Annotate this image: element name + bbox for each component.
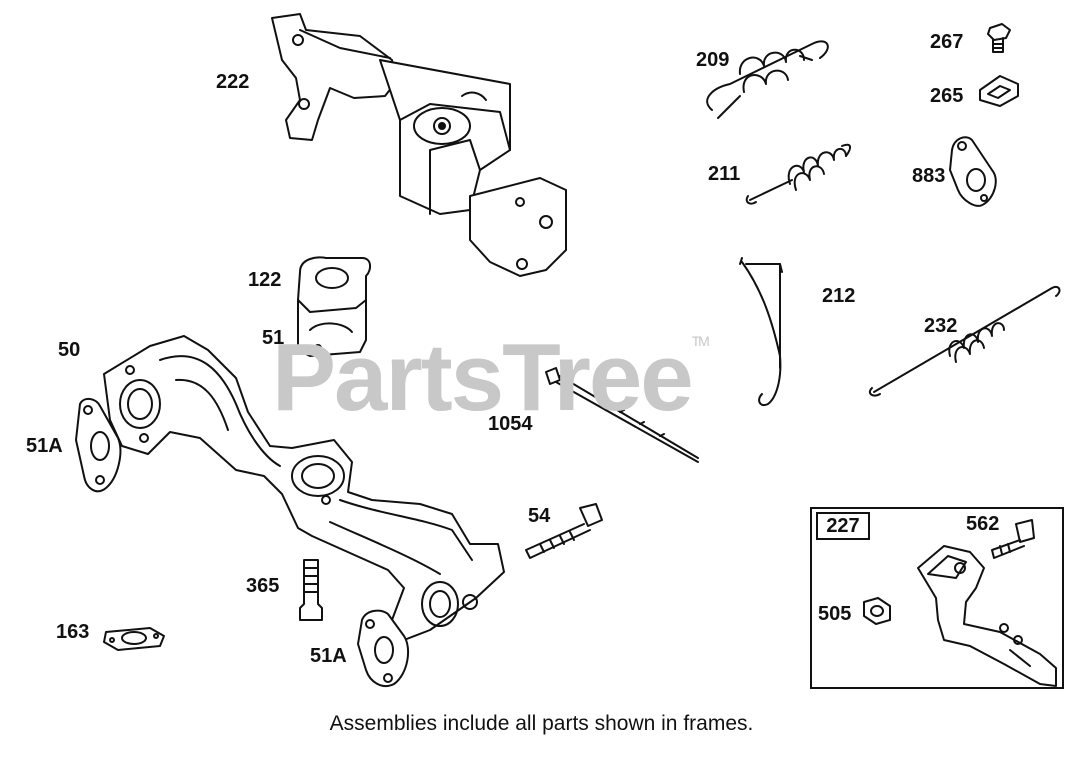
label-267: 267 [930, 31, 964, 53]
part-365-drawing [299, 559, 323, 621]
label-222: 222 [216, 71, 250, 93]
label-50: 50 [58, 339, 81, 361]
part-562-drawing [991, 519, 1035, 559]
label-365: 365 [246, 575, 280, 597]
part-212-drawing [739, 257, 783, 406]
label-54: 54 [528, 505, 551, 527]
part-50-drawing [103, 335, 505, 641]
label-122: 122 [248, 269, 282, 291]
label-505: 505 [818, 603, 852, 625]
label-51: 51 [262, 327, 285, 349]
part-211-drawing [745, 143, 852, 205]
part-505-drawing [863, 597, 891, 625]
part-54-drawing [525, 503, 603, 559]
label-51a-left: 51A [26, 435, 63, 457]
part-265-drawing [979, 75, 1019, 107]
part-122-drawing [297, 256, 372, 357]
label-265: 265 [930, 85, 964, 107]
label-209: 209 [696, 49, 730, 71]
part-222-drawing [271, 13, 567, 277]
watermark-logo: PartsTreeTM [272, 324, 710, 431]
label-1054: 1054 [488, 413, 533, 435]
assembly-frame-label: 227 [816, 512, 870, 540]
part-163-drawing [103, 627, 165, 651]
part-51a-bottom-drawing [357, 609, 410, 688]
label-232: 232 [924, 315, 958, 337]
label-163: 163 [56, 621, 90, 643]
label-562: 562 [966, 513, 1000, 535]
part-51a-left-drawing [75, 398, 122, 493]
part-1054-drawing [545, 367, 699, 463]
label-51a-bottom: 51A [310, 645, 347, 667]
frame-bracket-drawing [917, 545, 1057, 687]
part-209-drawing [706, 40, 829, 119]
part-883-drawing [949, 136, 997, 207]
part-267-drawing [987, 23, 1011, 53]
footnote: Assemblies include all parts shown in fr… [329, 712, 754, 735]
label-212: 212 [822, 285, 856, 307]
label-883: 883 [912, 165, 946, 187]
label-211: 211 [708, 163, 741, 185]
assembly-frame [810, 507, 1064, 689]
part-232-drawing [868, 286, 1061, 397]
